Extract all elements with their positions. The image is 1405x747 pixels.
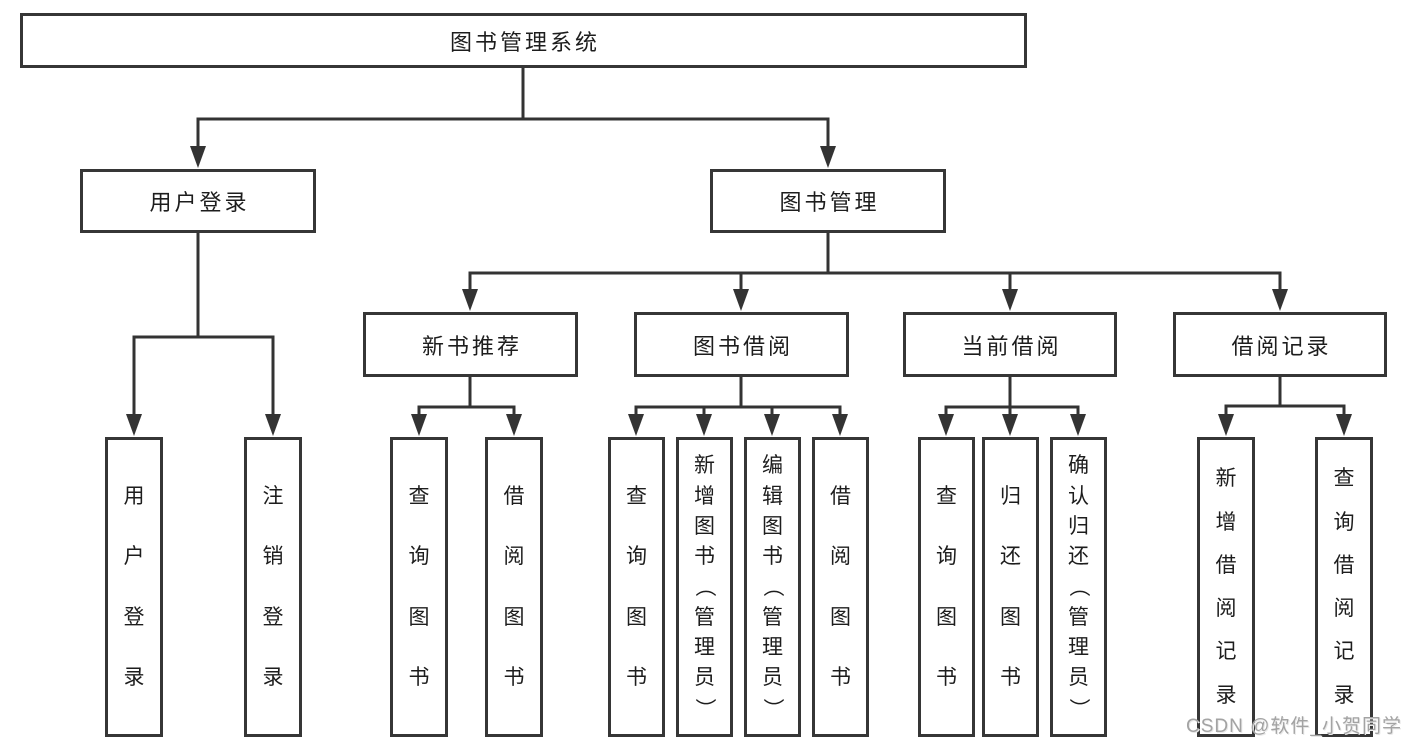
node-label: 借阅图书 [830,484,851,690]
node-leaf-borrow-books-recommend: 借阅图书 [485,437,543,737]
node-label: 新增借阅记录 [1215,467,1237,707]
node-label: 编辑图书（管理员） [761,454,784,719]
arrowheads [126,146,1352,436]
node-label: 图书管理系统 [449,29,600,55]
node-label: 图书借阅 [692,333,793,359]
node-user-login: 用户登录 [80,169,316,233]
node-book-management: 图书管理 [710,169,946,233]
node-leaf-user-login: 用户登录 [105,437,163,737]
node-book-borrowing: 图书借阅 [634,312,849,377]
node-leaf-confirm-return-admin: 确认归还（管理员） [1050,437,1107,737]
node-borrowing-records: 借阅记录 [1173,312,1387,377]
node-leaf-add-books-admin: 新增图书（管理员） [676,437,733,737]
node-label: 归还图书 [1000,484,1021,690]
node-label: 借阅记录 [1231,333,1332,359]
node-leaf-add-borrow-record: 新增借阅记录 [1197,437,1255,737]
node-library-management-system: 图书管理系统 [20,13,1027,68]
node-leaf-edit-books-admin: 编辑图书（管理员） [744,437,801,737]
node-label: 注销登录 [262,484,284,690]
node-label: 确认归还（管理员） [1067,454,1090,719]
node-label: 新书推荐 [421,333,522,359]
node-leaf-query-books-borrowing: 查询图书 [608,437,665,737]
node-label: 图书管理 [779,190,880,215]
node-label: 当前借阅 [961,333,1062,359]
csdn-watermark: CSDN @软件_小贺同学 [1186,716,1402,737]
node-leaf-query-books-recommend: 查询图书 [390,437,448,737]
node-label: 用户登录 [123,484,145,690]
node-leaf-query-borrow-record: 查询借阅记录 [1315,437,1373,737]
node-label: 查询图书 [936,484,957,690]
node-new-book-recommendation: 新书推荐 [363,312,578,377]
node-label: 新增图书（管理员） [693,454,716,719]
node-label: 查询借阅记录 [1333,467,1355,707]
node-leaf-return-books: 归还图书 [982,437,1039,737]
node-current-borrowing: 当前借阅 [903,312,1117,377]
node-label: 借阅图书 [503,484,525,690]
node-label: 用户登录 [149,190,250,215]
node-leaf-borrow-books-borrowing: 借阅图书 [812,437,869,737]
node-leaf-query-books-current: 查询图书 [918,437,975,737]
node-label: 查询图书 [626,484,647,690]
node-leaf-logout: 注销登录 [244,437,302,737]
node-label: 查询图书 [408,484,430,690]
